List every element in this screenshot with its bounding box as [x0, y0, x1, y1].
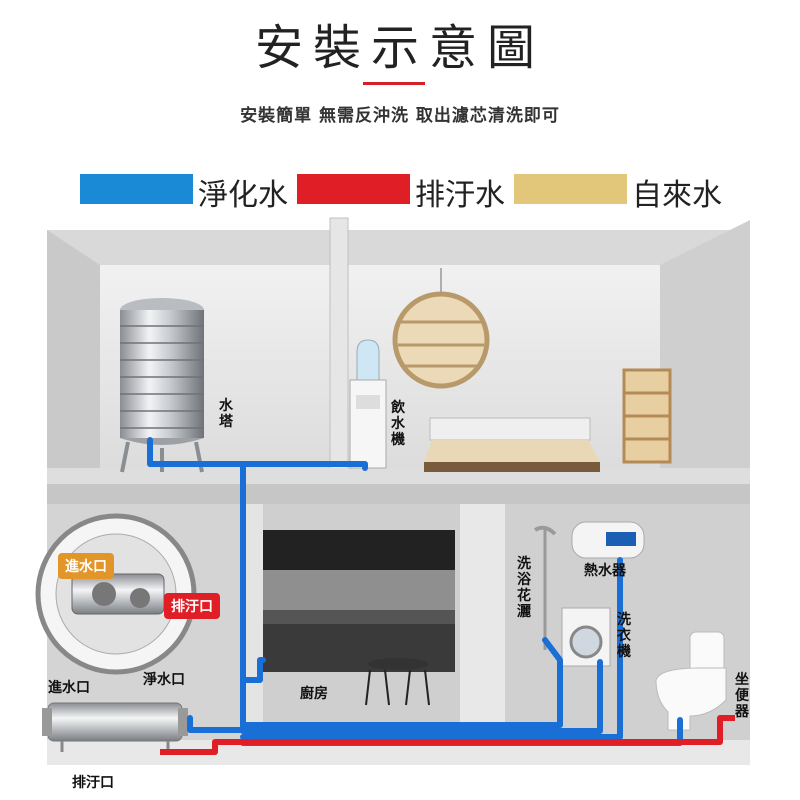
washing-machine — [561, 607, 611, 667]
label-washing-machine: 洗衣機 — [617, 612, 631, 660]
title-underline — [363, 82, 425, 85]
tag-inlet: 進水口 — [58, 553, 114, 579]
label-purified-outlet: 淨水口 — [143, 672, 185, 688]
toilet — [655, 631, 727, 731]
legend-label-tap: 自來水 — [632, 178, 722, 213]
water-dispenser — [349, 339, 387, 469]
page-title: 安裝示意圖 — [254, 20, 545, 76]
legend-label-purified: 淨化水 — [198, 178, 288, 213]
water-tower — [120, 298, 204, 473]
label-toilet: 坐便器 — [735, 672, 749, 720]
label-shower: 洗浴花灑 — [517, 556, 531, 620]
legend-swatch-tap — [514, 174, 627, 204]
legend-swatch-purified — [80, 174, 193, 204]
tag-drain: 排汙口 — [164, 593, 220, 619]
label-water-heater: 熱水器 — [584, 563, 626, 579]
label-water-dispenser: 飲水機 — [391, 400, 405, 448]
legend-swatch-sewage — [297, 174, 410, 204]
label-drain-outlet: 排汙口 — [72, 775, 114, 791]
label-water-tower: 水塔 — [219, 398, 233, 430]
page-subtitle: 安裝簡單 無需反沖洗 取出濾芯清洗即可 — [240, 106, 560, 126]
round-shelf — [392, 268, 490, 389]
legend-label-sewage: 排汙水 — [415, 178, 505, 213]
kitchen — [263, 530, 455, 706]
label-inlet: 進水口 — [48, 680, 90, 696]
bookshelf — [622, 368, 672, 464]
sewage-pipes — [160, 715, 735, 755]
filter-unit — [42, 702, 188, 752]
bed — [424, 417, 600, 472]
water-heater — [571, 521, 645, 559]
label-kitchen: 廚房 — [300, 686, 328, 702]
shower — [533, 525, 557, 650]
